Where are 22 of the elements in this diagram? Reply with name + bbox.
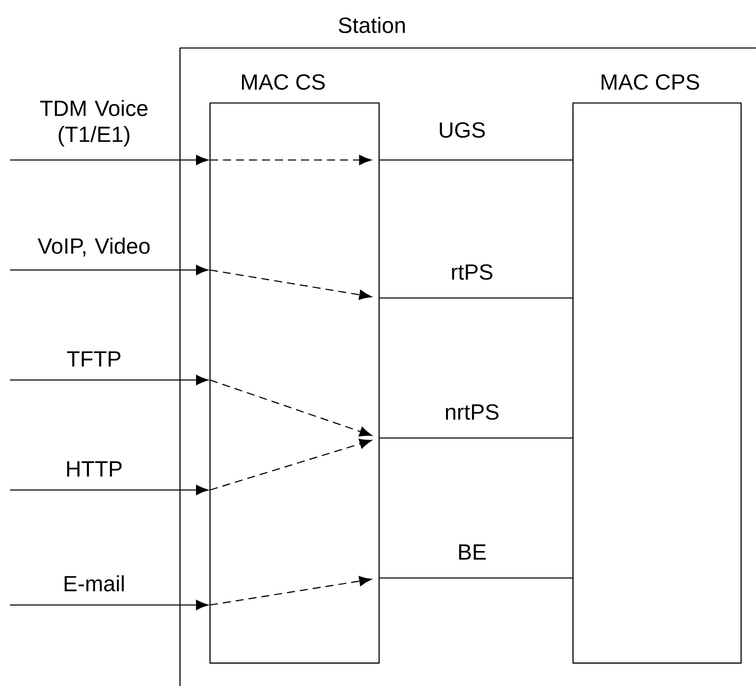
arrow <box>10 374 208 386</box>
input-label: HTTP <box>67 461 122 476</box>
input-label: E-mail <box>64 575 124 592</box>
node-label: MAC CPS <box>602 74 700 90</box>
edge-label: BE <box>459 544 486 560</box>
input-label: TDM Voice (T1/E1) <box>40 100 148 146</box>
layer-box: MAC CS <box>209 74 380 664</box>
connector-line <box>379 577 573 579</box>
layer-box: MAC CPS <box>572 74 742 664</box>
edge-label: rtPS <box>452 264 492 280</box>
edge-label: nrtPS <box>446 404 498 420</box>
arrow <box>10 484 208 496</box>
node-label: MAC CS <box>242 74 325 90</box>
input-label: TFTP <box>67 351 120 366</box>
connector-line <box>379 159 573 161</box>
edge-label: UGS <box>440 122 485 138</box>
arrow <box>10 600 208 610</box>
connector-line <box>379 437 573 439</box>
arrow <box>10 154 208 166</box>
arrow <box>10 264 208 276</box>
input-label: VoIP, Video <box>38 238 150 256</box>
connector-line <box>379 297 573 299</box>
